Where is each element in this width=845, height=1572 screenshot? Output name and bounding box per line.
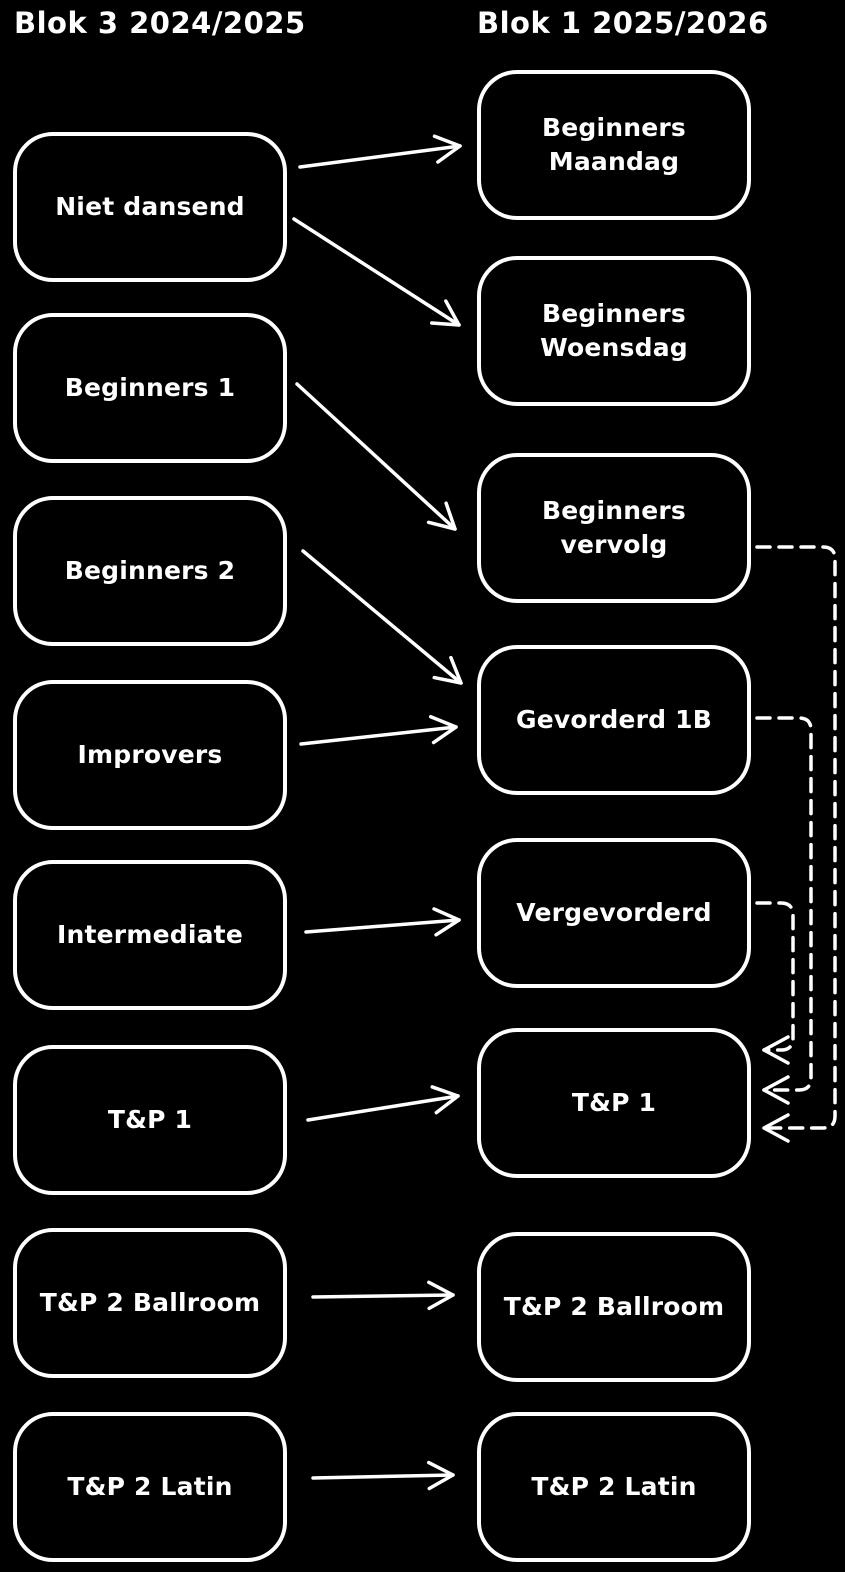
node-label: T&P 2 Ballroom <box>503 1292 725 1322</box>
node-tp2-latin-blok1[interactable]: T&P 2 Latin <box>477 1412 751 1562</box>
node-label: Gevorderd 1B <box>516 705 712 735</box>
node-improvers[interactable]: Improvers <box>13 680 287 830</box>
node-label: Beginners Maandag <box>541 113 687 176</box>
node-beginners-woensdag[interactable]: Beginners Woensdag <box>477 256 751 406</box>
arrow-improvers-to-gevorderd-1b <box>299 714 458 746</box>
node-label: Beginners 2 <box>64 556 236 586</box>
node-tp2-ballroom-blok3[interactable]: T&P 2 Ballroom <box>13 1228 287 1378</box>
node-niet-dansend[interactable]: Niet dansend <box>13 132 287 282</box>
node-label: Beginners vervolg <box>541 496 687 559</box>
arrow-niet-dansend-to-beginners-maandag <box>298 134 462 169</box>
node-label: Intermediate <box>57 920 243 950</box>
dashed-arrow-gevorderd-1b-to-tp1 <box>755 716 813 1105</box>
arrow-tp2-ballroom-to-tp2-ballroom <box>311 1280 455 1311</box>
node-label: T&P 1 <box>571 1088 657 1118</box>
dashed-arrow-vergevorderd-to-tp1 <box>755 901 795 1065</box>
node-tp1-blok1[interactable]: T&P 1 <box>477 1028 751 1178</box>
node-tp1-blok3[interactable]: T&P 1 <box>13 1045 287 1195</box>
node-vergevorderd[interactable]: Vergevorderd <box>477 838 751 988</box>
arrow-tp2-latin-to-tp2-latin <box>311 1460 455 1491</box>
node-beginners-2[interactable]: Beginners 2 <box>13 496 287 646</box>
node-label: Vergevorderd <box>516 898 712 928</box>
node-label: Improvers <box>77 740 223 770</box>
node-beginners-1[interactable]: Beginners 1 <box>13 313 287 463</box>
node-label: Beginners Woensdag <box>540 299 688 362</box>
column-header-blok1: Blok 1 2025/2026 <box>477 6 769 40</box>
node-beginners-vervolg[interactable]: Beginners vervolg <box>477 453 751 603</box>
arrow-tp1-to-tp1 <box>306 1085 460 1122</box>
node-label: T&P 2 Latin <box>67 1472 233 1502</box>
dashed-arrow-beginners-vervolg-to-tp1 <box>755 545 837 1143</box>
node-beginners-maandag[interactable]: Beginners Maandag <box>477 70 751 220</box>
arrow-intermediate-to-vergevorderd <box>304 907 461 937</box>
node-intermediate[interactable]: Intermediate <box>13 860 287 1010</box>
node-label: T&P 1 <box>107 1105 193 1135</box>
node-gevorderd-1b[interactable]: Gevorderd 1B <box>477 645 751 795</box>
node-label: T&P 2 Ballroom <box>39 1288 261 1318</box>
node-label: Beginners 1 <box>64 373 236 403</box>
node-tp2-latin-blok3[interactable]: T&P 2 Latin <box>13 1412 287 1562</box>
node-label: T&P 2 Latin <box>531 1472 697 1502</box>
arrow-beginners-2-to-gevorderd-1b <box>301 549 463 685</box>
node-tp2-ballroom-blok1[interactable]: T&P 2 Ballroom <box>477 1232 751 1382</box>
node-label: Niet dansend <box>55 192 245 222</box>
column-header-blok3: Blok 3 2024/2025 <box>14 6 306 40</box>
arrow-niet-dansend-to-beginners-woensdag <box>292 217 461 327</box>
arrow-beginners-1-to-beginners-vervolg <box>295 382 457 531</box>
